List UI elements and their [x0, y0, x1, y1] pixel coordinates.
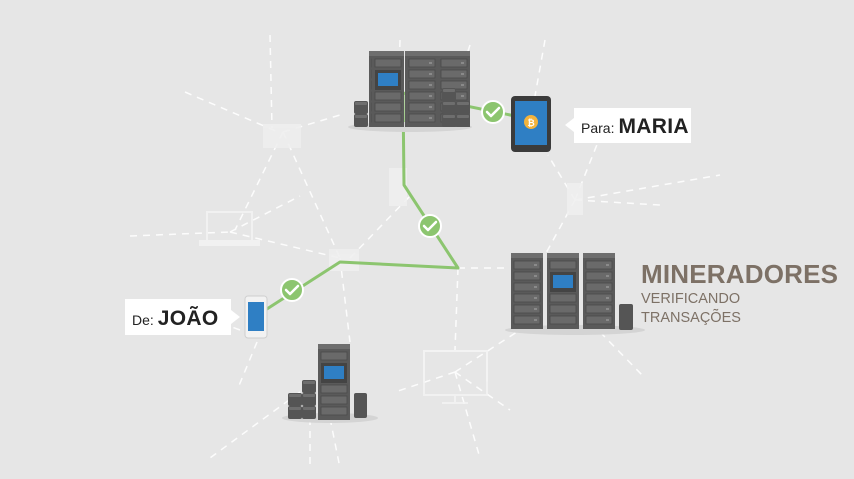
smartphone-icon: [567, 183, 583, 215]
smartphone-icon: [244, 295, 268, 339]
checkmark-icon: [280, 278, 304, 302]
recipient-prefix: Para:: [581, 120, 615, 136]
laptop-icon: [199, 211, 260, 246]
checkmark-icon: [481, 100, 505, 124]
recipient-label-pointer: [565, 118, 574, 132]
monitor-icon: [423, 350, 488, 404]
recipient-name: MARIA: [618, 115, 689, 138]
background-devices: [199, 124, 583, 404]
svg-text:₿: ₿: [527, 118, 534, 128]
laptop-icon: [263, 124, 301, 148]
miners-subtitle-line1: VERIFICANDO: [641, 291, 741, 307]
recipient-label: Para: MARIA: [574, 108, 691, 143]
sender-name: JOÃO: [157, 307, 219, 330]
bitcoin-coin-icon: ₿: [524, 115, 538, 129]
sender-label: De: JOÃO: [125, 299, 231, 335]
server-rack-icon: [348, 50, 472, 132]
sender-label-pointer: [231, 310, 240, 324]
checkmark-icon: [418, 214, 442, 238]
server-rack-icon: [505, 252, 645, 335]
miners-title: MINERADORES: [641, 259, 839, 289]
sender-prefix: De:: [132, 312, 154, 328]
server-rack-icon: [282, 343, 378, 423]
miners-subtitle-line2: TRANSAÇÕES: [641, 310, 741, 326]
